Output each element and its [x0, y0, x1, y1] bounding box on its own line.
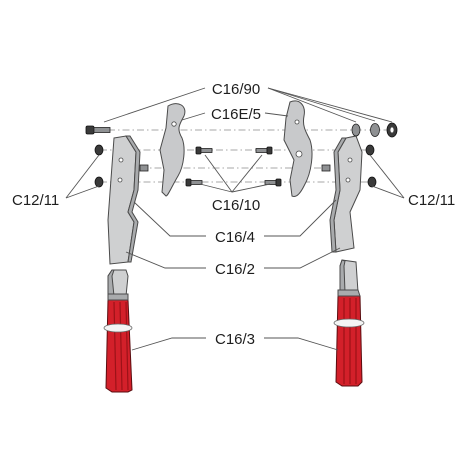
right-tube-shade — [339, 259, 346, 293]
label-c12-11-right: C12/11 — [408, 192, 455, 209]
leader-c16-3 — [264, 337, 339, 351]
leader-c16-4 — [133, 201, 206, 237]
leader-c12-11-right — [369, 154, 405, 199]
right-grip — [333, 289, 365, 387]
right-grip-body — [335, 295, 363, 387]
label-c16-4: C16/4 — [215, 229, 255, 246]
right-grip-collar — [337, 289, 361, 297]
leader-c16-10 — [199, 183, 233, 193]
left-blade — [159, 103, 186, 197]
leader-lines — [65, 87, 405, 351]
left-grip — [103, 293, 133, 393]
nut-icon — [365, 144, 377, 188]
right-plate-edge — [329, 137, 347, 253]
left-plate-hole — [117, 177, 123, 183]
leader-c16-10 — [231, 183, 271, 193]
handle-tubes — [107, 259, 359, 297]
leader-c16-4 — [264, 199, 337, 237]
right-head-plate — [329, 135, 363, 253]
leader-c16-90 — [103, 87, 206, 123]
left-tube-shade — [107, 269, 115, 297]
left-plate-edge — [125, 135, 141, 263]
right-blade-body — [283, 100, 313, 197]
left-grip-collar — [107, 293, 129, 301]
leader-c16-2 — [264, 247, 341, 269]
leader-c16-2 — [125, 251, 206, 269]
leader-c12-11-left — [65, 154, 100, 199]
label-c16-10: C16/10 — [212, 197, 260, 214]
washer-nut-icon — [351, 122, 398, 138]
screw-icon — [185, 178, 203, 187]
leader-c16e-5 — [264, 112, 289, 117]
label-c12-11-left: C12/11 — [12, 192, 59, 209]
right-plate-hole — [347, 157, 353, 163]
spacer-icon — [139, 164, 149, 172]
leader-c16-90 — [267, 87, 357, 123]
leader-c16-10 — [204, 154, 233, 193]
leader-c16-90 — [267, 87, 376, 122]
screw-icon — [255, 146, 273, 155]
part-labels: C16/90 C16E/5 C16/10 C12/11 C12/11 C16/4… — [12, 81, 455, 348]
label-c16e-5: C16E/5 — [211, 106, 261, 123]
left-plate-hole — [118, 157, 124, 163]
spacer-icon — [321, 164, 331, 172]
right-grip-band — [333, 318, 365, 328]
label-c16-2: C16/2 — [215, 261, 255, 278]
leader-c16-90 — [267, 87, 393, 123]
leader-c16-3 — [131, 337, 206, 351]
left-blade-body — [159, 103, 186, 197]
left-blade-hole — [171, 121, 177, 127]
right-plate-hole — [345, 177, 351, 183]
screw-icon — [195, 146, 213, 155]
leader-c12-11-left — [65, 185, 100, 199]
right-blade-hole — [295, 150, 303, 158]
right-blade — [283, 100, 313, 197]
left-grip-band — [103, 323, 133, 333]
leader-c16e-5 — [181, 112, 206, 121]
leader-c12-11-right — [371, 185, 405, 199]
bolt-icon — [85, 125, 111, 135]
label-c16-3: C16/3 — [215, 331, 255, 348]
label-c16-90: C16/90 — [212, 81, 260, 98]
leader-c16-10 — [231, 154, 263, 193]
nut-icon — [94, 144, 104, 188]
right-blade-hole — [294, 119, 300, 125]
screw-icon — [264, 178, 282, 187]
left-head-plate — [107, 135, 141, 265]
